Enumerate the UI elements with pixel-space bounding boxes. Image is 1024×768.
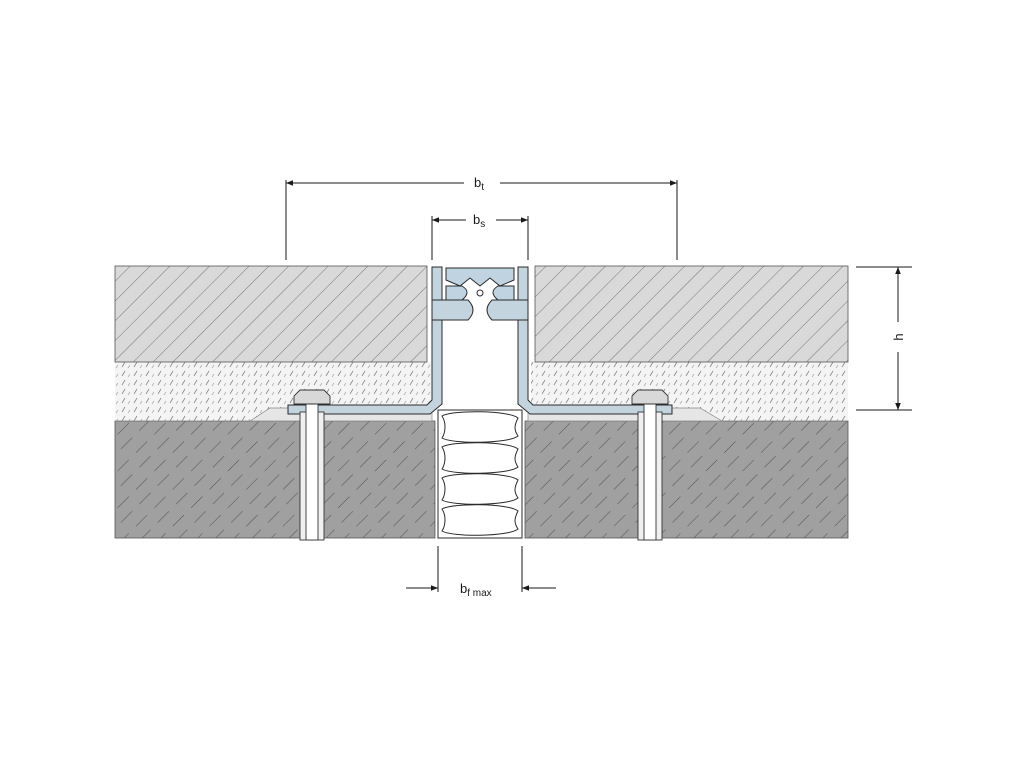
anchor-bolt-left: [293, 389, 331, 541]
dimension-bs: bs: [431, 212, 529, 260]
label-bt: bt: [474, 175, 484, 193]
filler-loop: [441, 473, 519, 505]
filler-loops: [441, 411, 519, 536]
joint-profile-right: [486, 266, 673, 415]
joint-profile-left: [287, 266, 474, 415]
dimension-bt: bt: [285, 175, 678, 260]
joint-filler: [437, 409, 523, 539]
label-h: h: [891, 333, 906, 340]
filler-loop: [441, 504, 519, 536]
substrate-layer: [114, 420, 849, 539]
dimension-h: h: [856, 266, 912, 411]
screed-layer: [114, 265, 849, 363]
label-bfmax: bf max: [460, 581, 492, 599]
filler-loop: [441, 442, 519, 474]
joint-insert: [445, 267, 515, 301]
dimension-bfmax: bf max: [406, 546, 556, 599]
filler-loop: [441, 411, 519, 443]
label-bs: bs: [473, 212, 485, 230]
anchor-bolt-right: [631, 389, 669, 541]
